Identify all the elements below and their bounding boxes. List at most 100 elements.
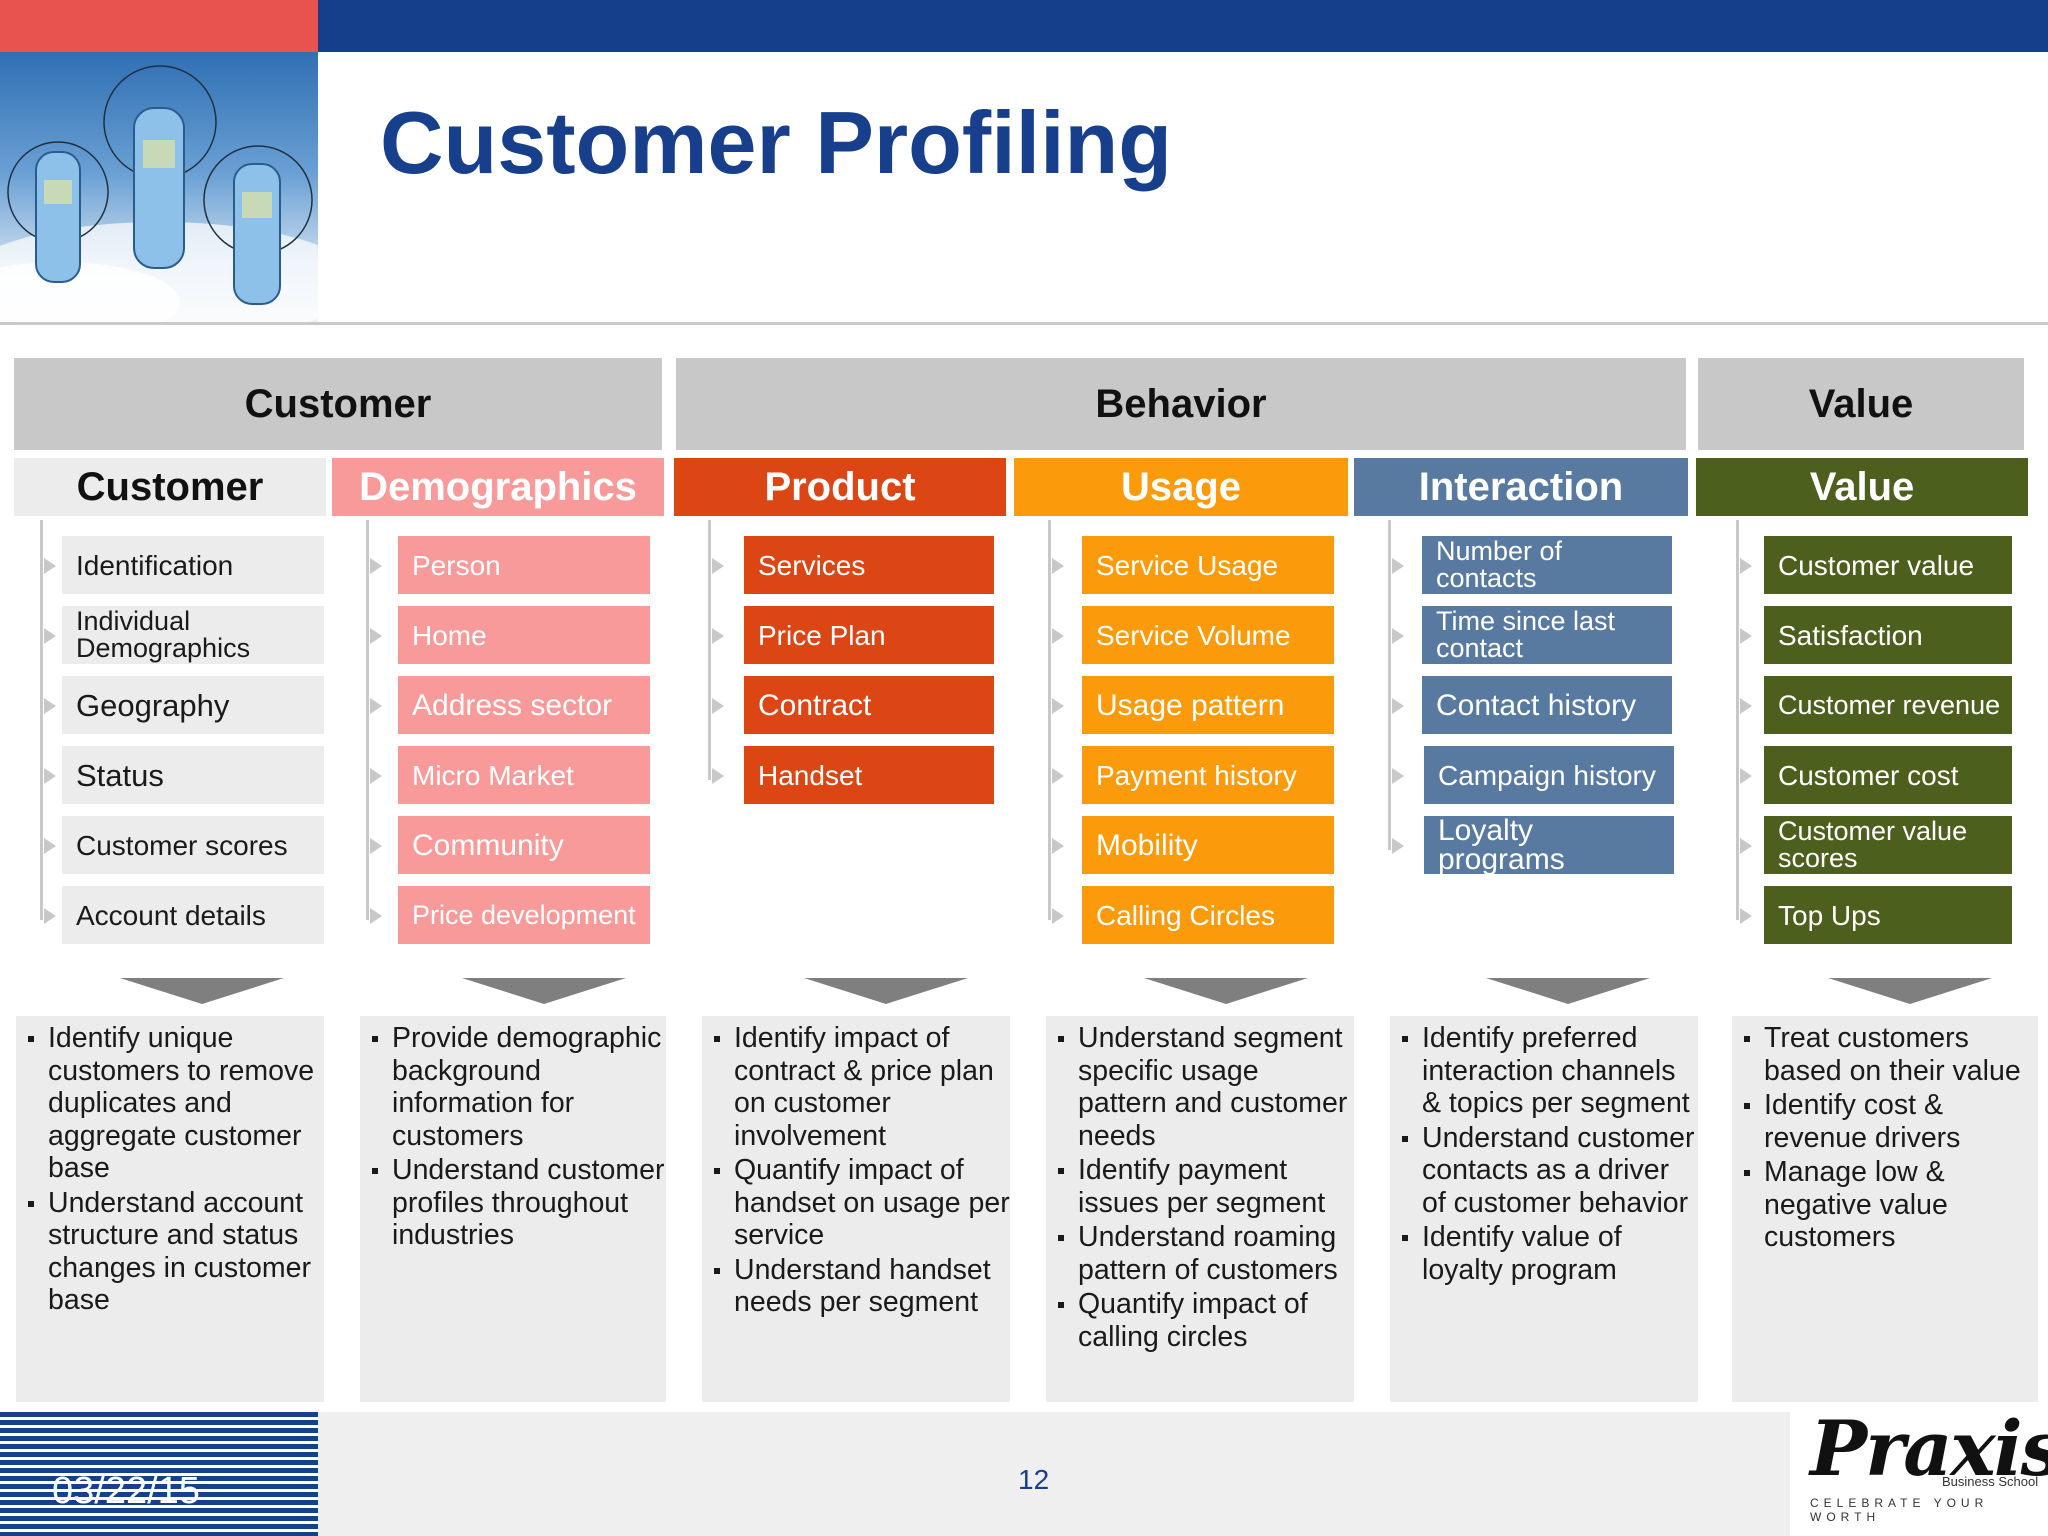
bullet-item: Understand customer profiles throughout … [368,1154,666,1252]
item-micro-market: Micro Market [398,746,650,804]
category-header-product: Product [674,458,1006,516]
category-header-interaction: Interaction [1354,458,1688,516]
arrow-right-icon [370,908,382,924]
down-arrow-icon [1144,978,1308,1004]
item-loyalty-programs: Loyalty programs [1424,816,1674,875]
item-services: Services [744,536,994,594]
arrow-right-icon [1740,558,1752,574]
footer-date: 03/22/15 [52,1470,200,1512]
tree-line [1736,520,1739,920]
item-price-plan: Price Plan [744,606,994,664]
bullet-item: Understand handset needs per segment [710,1254,1010,1319]
logo-subtitle: Business School [1942,1474,2039,1489]
arrow-right-icon [1392,838,1404,854]
textbox-value: Treat customers based on their value Ide… [1732,1016,2038,1402]
arrow-right-icon [44,558,56,574]
arrow-right-icon [44,628,56,644]
arrow-right-icon [1392,558,1404,574]
arrow-right-icon [370,558,382,574]
tree-line [1048,520,1051,920]
arrow-right-icon [1740,628,1752,644]
item-individual-demographics: Individual Demographics [62,606,324,664]
arrow-right-icon [370,628,382,644]
textbox-usage: Understand segment specific usage patter… [1046,1016,1354,1402]
item-geography: Geography [62,676,324,734]
item-customer-value: Customer value [1764,536,2012,594]
item-status: Status [62,746,324,804]
textbox-interaction: Identify preferred interaction channels … [1390,1016,1698,1402]
down-arrow-icon [462,978,626,1004]
arrow-right-icon [44,838,56,854]
item-satisfaction: Satisfaction [1764,606,2012,664]
group-header-customer: Customer [14,358,662,450]
item-service-usage: Service Usage [1082,536,1334,594]
arrow-right-icon [44,768,56,784]
textbox-demographics: Provide demographic background informati… [360,1016,666,1402]
textbox-customer: Identify unique customers to remove dupl… [16,1016,324,1402]
logo [1790,1404,2048,1536]
item-customer-scores: Customer scores [62,816,324,874]
page-title: Customer Profiling [380,93,1173,192]
item-handset: Handset [744,746,994,804]
logo-wordmark: Praxis [1810,1404,2048,1493]
tree-line [40,520,43,920]
bullet-item: Quantify impact of calling circles [1054,1288,1354,1353]
bullet-item: Identify cost & revenue drivers [1740,1089,2038,1154]
arrow-right-icon [712,768,724,784]
item-contact-history: Contact history [1422,676,1672,734]
bullet-item: Understand customer contacts as a driver… [1398,1122,1698,1220]
item-address-sector: Address sector [398,676,650,734]
item-usage-pattern: Usage pattern [1082,676,1334,734]
bullet-item: Understand account structure and status … [24,1187,324,1317]
down-arrow-icon [804,978,968,1004]
arrow-right-icon [1052,908,1064,924]
arrow-right-icon [44,908,56,924]
group-header-behavior: Behavior [676,358,1686,450]
tree-line [708,520,711,780]
bullet-item: Identify unique customers to remove dupl… [24,1022,324,1185]
arrow-right-icon [1392,628,1404,644]
arrow-right-icon [1740,768,1752,784]
bullet-item: Identify payment issues per segment [1054,1154,1354,1219]
arrow-right-icon [44,698,56,714]
item-time-since-last-contact: Time since last contact [1422,606,1672,664]
arrow-right-icon [712,698,724,714]
item-price-development: Price development [398,886,650,944]
mobile-phones-image [0,52,318,322]
page-number: 12 [1018,1464,1050,1495]
item-service-volume: Service Volume [1082,606,1334,664]
arrow-right-icon [1392,768,1404,784]
down-arrow-icon [1828,978,1992,1004]
bullet-item: Identify impact of contract & price plan… [710,1022,1010,1152]
item-identification: Identification [62,536,324,594]
item-calling-circles: Calling Circles [1082,886,1334,944]
tree-line [1388,520,1391,850]
item-campaign-history: Campaign history [1424,746,1674,804]
down-arrow-icon [120,978,284,1004]
bullet-item: Quantify impact of handset on usage per … [710,1154,1010,1252]
arrow-right-icon [1052,838,1064,854]
bullet-item: Identify preferred interaction channels … [1398,1022,1698,1120]
item-customer-revenue: Customer revenue [1764,676,2012,734]
item-person: Person [398,536,650,594]
item-customer-value-scores: Customer value scores [1764,816,2012,874]
arrow-right-icon [1740,838,1752,854]
category-header-usage: Usage [1014,458,1348,516]
item-mobility: Mobility [1082,816,1334,874]
divider [0,322,2048,325]
arrow-right-icon [1052,768,1064,784]
arrow-right-icon [1392,698,1404,714]
arrow-right-icon [1052,628,1064,644]
bullet-item: Understand roaming pattern of customers [1054,1221,1354,1286]
item-payment-history: Payment history [1082,746,1334,804]
footer-stripes [0,1412,318,1536]
category-header-customer: Customer [14,458,326,516]
item-number-of-contacts: Number of contacts [1422,536,1672,594]
arrow-right-icon [712,628,724,644]
top-bar-accent [0,0,318,52]
arrow-right-icon [712,558,724,574]
logo-tagline: CELEBRATE YOUR WORTH [1810,1496,1989,1524]
group-header-value: Value [1698,358,2024,450]
bullet-item: Treat customers based on their value [1740,1022,2038,1087]
arrow-right-icon [370,768,382,784]
